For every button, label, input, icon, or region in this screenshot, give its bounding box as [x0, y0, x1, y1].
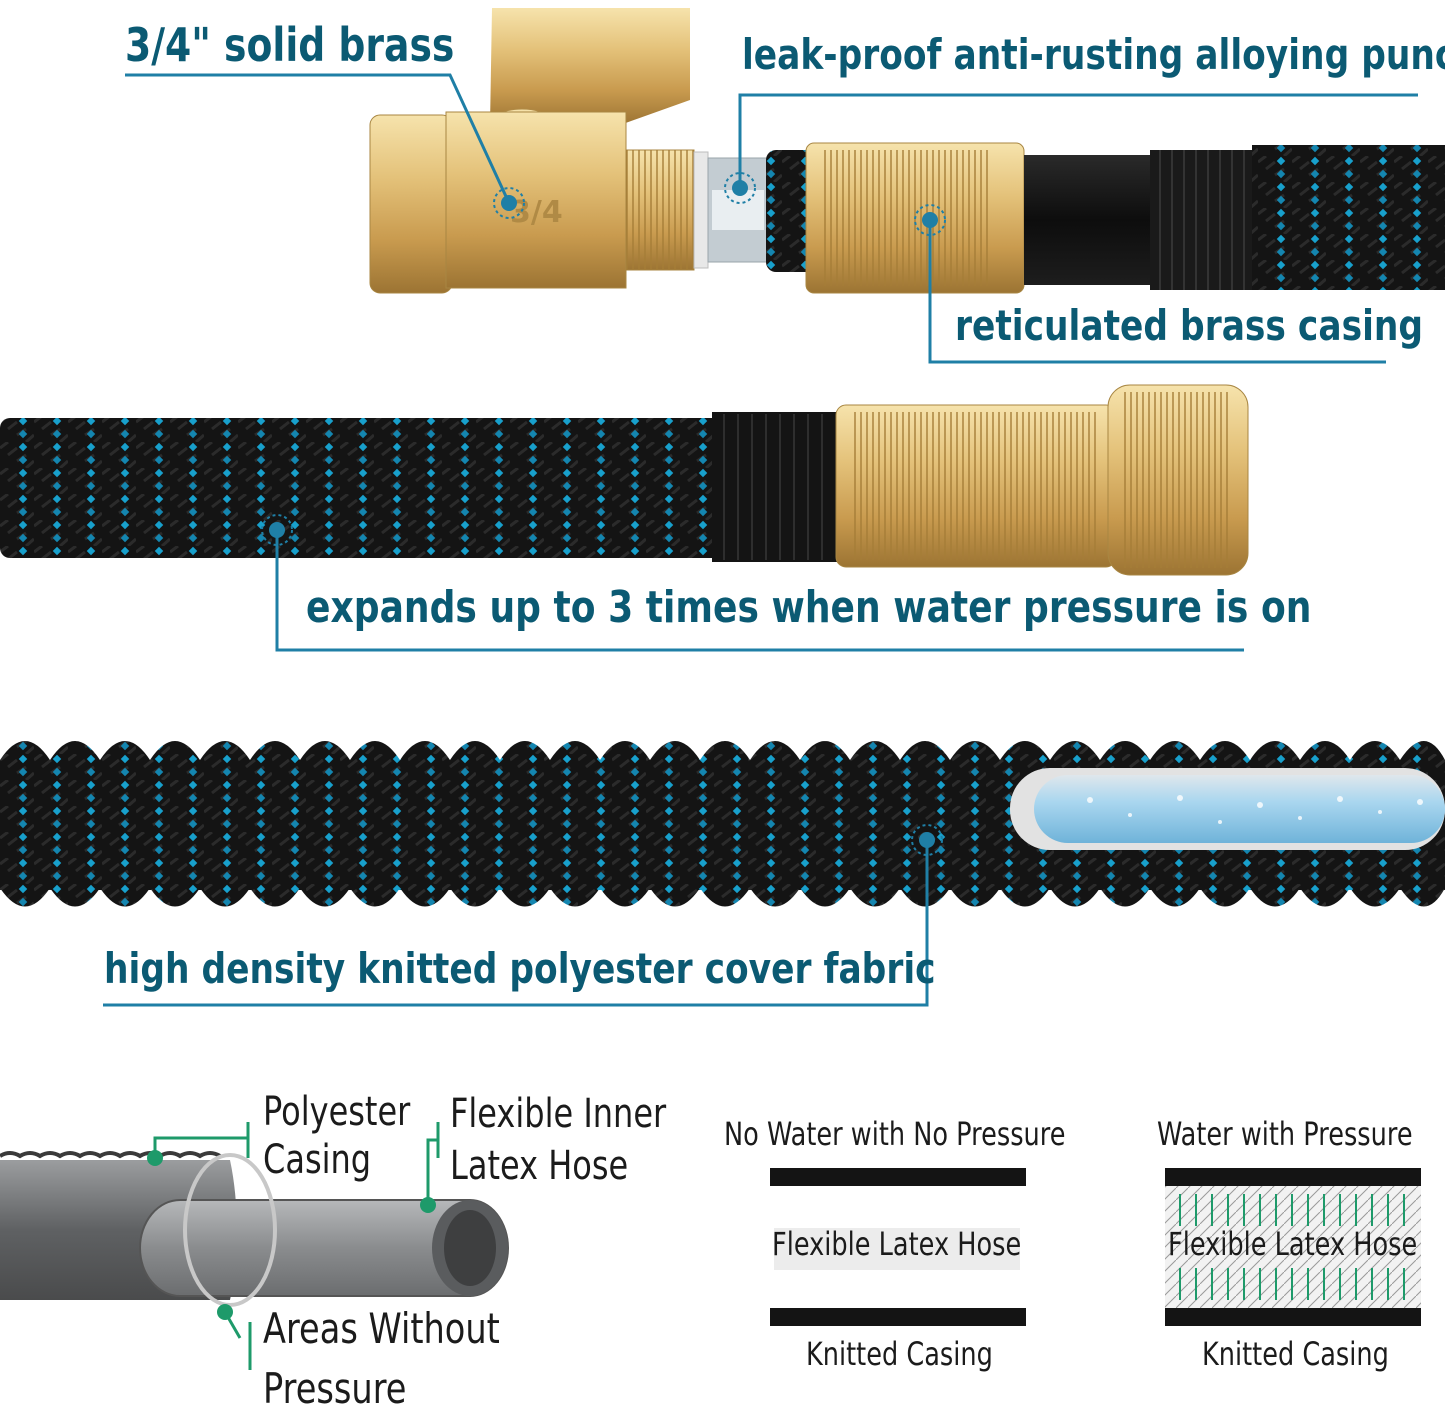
callout-reticulated-casing: reticulated brass casing [955, 301, 1424, 350]
brass-shutoff-valve-icon: 3/4 [369, 8, 769, 294]
comparison-no-pressure-diagram [770, 1168, 1026, 1326]
callout-high-density-fabric: high density knitted polyester cover fab… [104, 944, 936, 993]
braided-hose-icon [1252, 145, 1445, 290]
callout-leak-proof: leak-proof anti-rusting alloying punch [742, 30, 1445, 79]
callout-line-high-density [103, 840, 929, 1007]
dotted-target-marker-icon [493, 172, 946, 236]
comparison-with-pressure-diagram [1165, 1168, 1421, 1326]
with-pressure-outer-label: Knitted Casing [1202, 1335, 1389, 1373]
label-polyester: Polyester [263, 1089, 411, 1135]
fitting-marking: 3/4 [510, 195, 563, 230]
dotted-target-marker-icon [261, 514, 293, 546]
callout-expands: expands up to 3 times when water pressur… [306, 582, 1312, 633]
no-pressure-title: No Water with No Pressure [724, 1115, 1066, 1153]
with-pressure-inner-label: Flexible Latex Hose [1168, 1225, 1418, 1263]
cross-section-markers [147, 1150, 436, 1320]
callout-line-expands [275, 530, 1244, 652]
label-pressure: Pressure [263, 1364, 407, 1413]
callout-lines-top [125, 73, 1418, 364]
label-latex-hose: Latex Hose [450, 1143, 629, 1189]
label-flexible-inner: Flexible Inner [450, 1091, 667, 1137]
expanded-braided-hose [0, 741, 1445, 907]
label-areas-without: Areas Without [263, 1304, 500, 1353]
hose-with-connector [0, 384, 1249, 576]
with-pressure-title: Water with Pressure [1157, 1115, 1413, 1153]
callout-solid-brass: 3/4" solid brass [125, 18, 455, 72]
no-pressure-outer-label: Knitted Casing [806, 1335, 993, 1373]
label-casing: Casing [263, 1137, 372, 1183]
no-pressure-inner-label: Flexible Latex Hose [772, 1225, 1022, 1263]
brass-connector-icon [766, 142, 1260, 294]
latex-tube-icon [1034, 775, 1445, 843]
hose-cross-section-diagram [0, 1151, 509, 1307]
dotted-target-marker-icon [911, 824, 943, 856]
